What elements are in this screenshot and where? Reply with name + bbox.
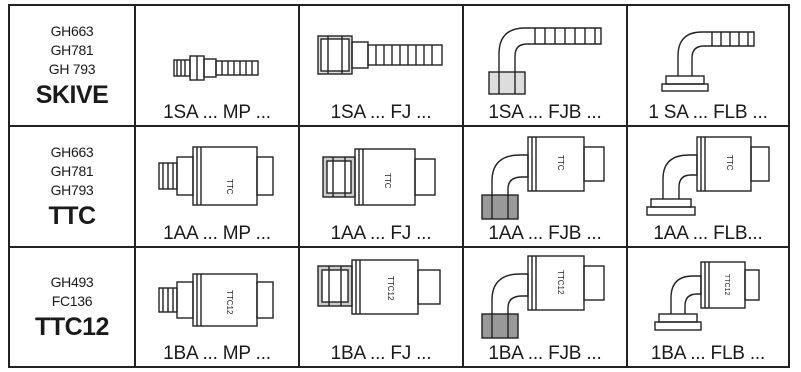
fitting-cell-skive-mp: 1SA ... MP ... — [136, 6, 300, 127]
fitting-cell-ttc12-fj: TTC12 1BA ... FJ ... — [300, 248, 464, 366]
ttc12-female-jic-fitting-icon: TTC12 — [316, 258, 446, 320]
ttc12-male-pipe-fitting-icon: TTC12 — [157, 270, 277, 330]
fitting-caption: 1BA ... FJB ... — [488, 343, 602, 364]
fitting-caption: 1SA ... MP ... — [163, 102, 271, 123]
ttc-female-jic-fitting-icon: TTC — [321, 145, 441, 209]
svg-text:TTC12: TTC12 — [556, 270, 565, 295]
fitting-cell-ttc-mp: TTC 1AA ... MP ... — [136, 127, 300, 248]
svg-text:TTC: TTC — [556, 155, 565, 171]
fitting-caption: 1 SA ... FLB ... — [648, 102, 768, 123]
fitting-cell-ttc12-flb: TTC12 1BA ... FLB ... — [628, 248, 788, 366]
series-label-ttc12: GH493 FC136 TTC12 — [10, 248, 136, 366]
series-code: GH781 — [50, 41, 94, 58]
series-name: TTC12 — [35, 312, 109, 341]
series-code: GH493 — [50, 273, 94, 290]
series-name: TTC — [48, 201, 96, 230]
series-name: SKIVE — [35, 80, 109, 109]
series-code: GH793 — [50, 181, 94, 198]
fitting-cell-ttc-flb: TTC 1AA ... FLB... — [628, 127, 788, 248]
fitting-table: GH663 GH781 GH 793 SKIVE 1SA ... MP ... — [8, 4, 790, 368]
skive-female-jic-fitting-icon — [316, 30, 446, 80]
fitting-caption: 1BA ... MP ... — [163, 343, 271, 364]
fitting-caption: 1SA ... FJ ... — [330, 102, 432, 123]
fitting-cell-ttc12-mp: TTC12 1BA ... MP ... — [136, 248, 300, 366]
fitting-caption: 1AA ... MP ... — [163, 223, 271, 244]
fitting-cell-ttc-fj: TTC 1AA ... FJ ... — [300, 127, 464, 248]
series-code: FC136 — [51, 292, 93, 309]
skive-male-pipe-fitting-icon — [172, 46, 262, 88]
fitting-cell-skive-fjb: 1SA ... FJB ... — [464, 6, 628, 127]
series-code: GH663 — [50, 22, 94, 39]
svg-text:TTC12: TTC12 — [723, 274, 730, 296]
fitting-caption: 1AA ... FJ ... — [330, 223, 432, 244]
fitting-caption: 1AA ... FJB ... — [488, 223, 602, 244]
ttc-female-jic-bent-fitting-icon: TTC — [480, 133, 610, 223]
ttc12-female-jic-bent-fitting-icon: TTC12 — [480, 252, 610, 340]
ttc-flange-bent-fitting-icon: TTC — [643, 133, 773, 221]
fitting-caption: 1BA ... FLB ... — [650, 343, 766, 364]
series-code: GH781 — [50, 162, 94, 179]
ttc12-flange-bent-fitting-icon: TTC12 — [653, 258, 763, 334]
svg-text:TTC12: TTC12 — [225, 290, 234, 315]
fitting-caption: 1SA ... FJB ... — [488, 102, 602, 123]
fitting-cell-ttc-fjb: TTC 1AA ... FJB ... — [464, 127, 628, 248]
fitting-caption: 1BA ... FJ ... — [330, 343, 432, 364]
series-label-ttc: GH663 GH781 GH793 TTC — [10, 127, 136, 248]
series-code: GH663 — [50, 143, 94, 160]
ttc-male-pipe-fitting-icon: TTC — [157, 143, 277, 209]
svg-text:TTC: TTC — [225, 179, 234, 195]
fitting-cell-skive-flb: 1 SA ... FLB ... — [628, 6, 788, 127]
fitting-caption: 1AA ... FLB... — [653, 223, 763, 244]
fitting-cell-skive-fj: 1SA ... FJ ... — [300, 6, 464, 127]
svg-text:TTC: TTC — [725, 155, 734, 171]
skive-female-jic-bent-fitting-icon — [485, 14, 605, 98]
svg-text:TTC12: TTC12 — [386, 276, 395, 301]
skive-flange-bent-fitting-icon — [658, 20, 758, 94]
svg-text:TTC: TTC — [383, 173, 392, 189]
series-label-skive: GH663 GH781 GH 793 SKIVE — [10, 6, 136, 127]
fitting-cell-ttc12-fjb: TTC12 1BA ... FJB ... — [464, 248, 628, 366]
series-code: GH 793 — [48, 60, 96, 77]
